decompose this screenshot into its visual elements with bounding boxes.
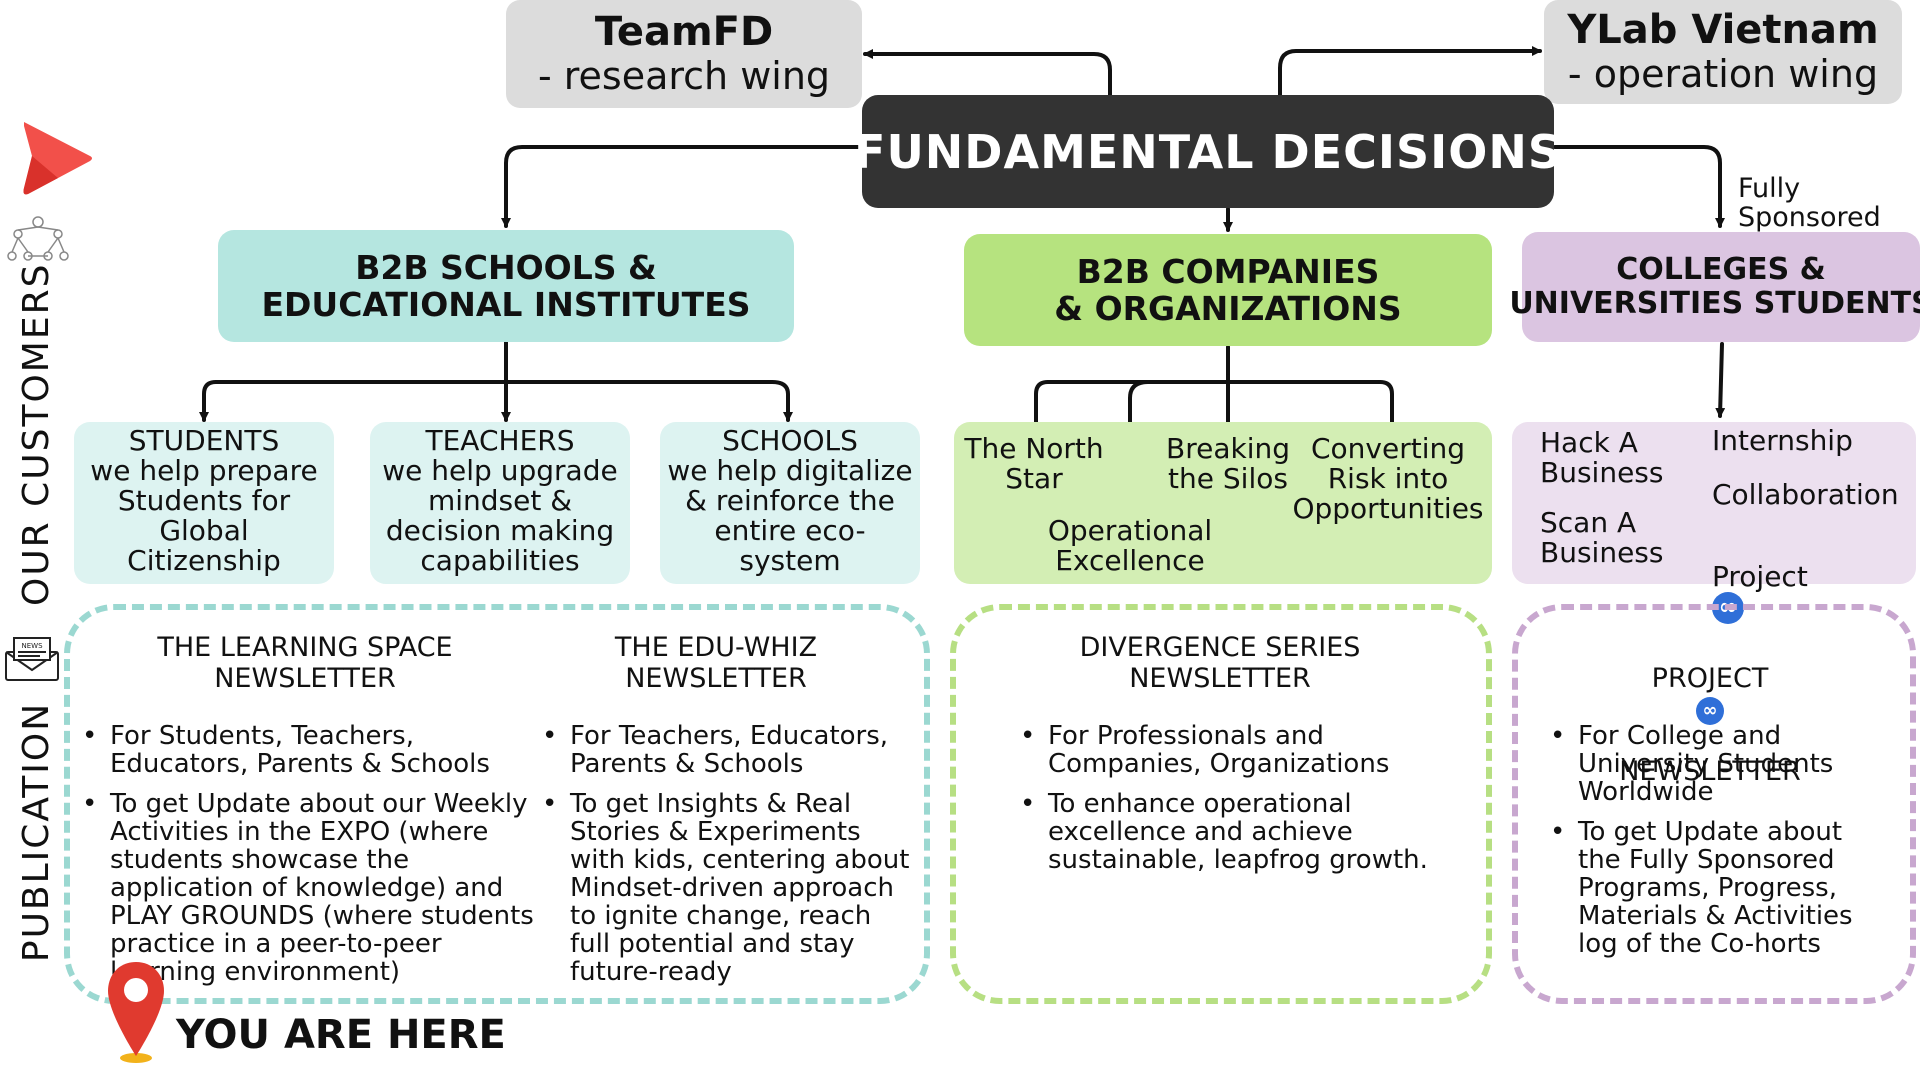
teachers-item: TEACHERS we help upgrade mindset & decis… [382, 424, 618, 577]
fully-sponsored-note: Fully Sponsored [1738, 173, 1881, 233]
operation-wing-box: YLab Vietnam - operation wing [1544, 0, 1902, 104]
company-items-box [954, 422, 1492, 584]
students-item: STUDENTS we help prepare Students for Gl… [90, 424, 318, 577]
people-network-icon [4, 212, 72, 268]
arrow-core-to-schools [501, 145, 867, 228]
b2b-companies-line1: B2B COMPANIES [1076, 252, 1380, 291]
converting-risk-item: Converting Risk into Opportunities [1292, 432, 1484, 525]
research-wing-name: TeamFD [594, 9, 774, 55]
arrow-colleges-to-items [1715, 342, 1726, 418]
b2b-companies-line2: & ORGANIZATIONS [1054, 289, 1402, 328]
companies-publications-box [950, 604, 1492, 1004]
b2b-schools-line1: B2B SCHOOLS & [355, 248, 657, 287]
project-newsletter-title-line1: PROJECT [1651, 663, 1769, 694]
fundamental-decisions-label: FUNDAMENTAL DECISIONS [854, 124, 1562, 179]
colleges-students-line2: UNIVERSITIES STUDENTS [1509, 286, 1920, 321]
learning-space-bullet: To get Update about our Weekly Activitie… [82, 790, 550, 986]
colleges-students-box: COLLEGES & UNIVERSITIES STUDENTS [1509, 232, 1920, 342]
arrow-core-to-operation-wing [1278, 46, 1542, 97]
divergence-newsletter-title: DIVERGENCE SERIES NEWSLETTER [1079, 632, 1361, 694]
svg-text:NEWS: NEWS [21, 642, 43, 650]
divergence-bullet: For Professionals and Companies, Organiz… [1020, 722, 1468, 778]
arrow-core-to-colleges [1553, 145, 1725, 228]
learning-space-newsletter-title: THE LEARNING SPACE NEWSLETTER [157, 632, 453, 694]
our-customers-label: OUR CUSTOMERS [16, 262, 57, 606]
hack-a-business-item: Hack A Business [1540, 426, 1664, 489]
edu-whiz-newsletter-bullets: For Teachers, Educators, Parents & Schoo… [542, 722, 926, 998]
newsletter-envelope-icon: NEWS [4, 636, 60, 682]
location-pin-icon [104, 960, 168, 1064]
teachers-box: TEACHERS we help upgrade mindset & decis… [370, 422, 630, 584]
b2b-schools-box: B2B SCHOOLS & EDUCATIONAL INSTITUTES [218, 230, 794, 342]
arrow-schools-to-items [214, 340, 774, 384]
operational-excellence-item: Operational Excellence [1047, 514, 1213, 577]
learning-space-bullet: For Students, Teachers, Educators, Paren… [82, 722, 550, 778]
students-box: STUDENTS we help prepare Students for Gl… [74, 422, 334, 584]
north-star-item: The North Star [964, 432, 1104, 495]
operation-wing-name: YLab Vietnam [1567, 7, 1879, 53]
learning-space-newsletter-bullets: For Students, Teachers, Educators, Paren… [82, 722, 550, 998]
edu-whiz-newsletter-title: THE EDU-WHIZ NEWSLETTER [614, 632, 818, 694]
project-bullet: For College and University Students Worl… [1550, 722, 1908, 806]
schools-box: SCHOOLS we help digitalize & reinforce t… [660, 422, 920, 584]
arrow-companies-to-items [1046, 345, 1382, 384]
internship-item: Internship [1712, 424, 1853, 457]
divergence-bullet: To enhance operational excellence and ac… [1020, 790, 1468, 874]
colleges-publications-box [1512, 604, 1916, 1004]
project-newsletter-bullets: For College and University Students Worl… [1550, 722, 1908, 970]
play-logo-icon [18, 118, 94, 196]
you-are-here-label: YOU ARE HERE [176, 1012, 506, 1058]
infinity-icon: ∞ [1696, 696, 1724, 725]
colleges-students-line1: COLLEGES & [1616, 252, 1826, 287]
divergence-newsletter-bullets: For Professionals and Companies, Organiz… [1020, 722, 1468, 886]
b2b-companies-box: B2B COMPANIES & ORGANIZATIONS [964, 234, 1492, 346]
project-item-label: Project [1712, 560, 1808, 593]
scan-a-business-item: Scan A Business [1540, 506, 1664, 569]
schools-item: SCHOOLS we help digitalize & reinforce t… [667, 424, 913, 577]
research-wing-subtitle: - research wing [537, 54, 831, 98]
edu-whiz-bullet: For Teachers, Educators, Parents & Schoo… [542, 722, 926, 778]
arrow-core-to-research-wing [863, 49, 1112, 97]
edu-whiz-bullet: To get Insights & Real Stories & Experim… [542, 790, 926, 986]
college-items-box [1512, 422, 1916, 584]
operation-wing-subtitle: - operation wing [1567, 52, 1879, 96]
b2b-schools-line2: EDUCATIONAL INSTITUTES [261, 285, 751, 324]
schools-publications-box [64, 604, 930, 1004]
project-bullet: To get Update about the Fully Sponsored … [1550, 818, 1908, 958]
research-wing-box: TeamFD - research wing [506, 0, 862, 108]
collaboration-item: Collaboration [1712, 478, 1899, 511]
fundamental-decisions-box: FUNDAMENTAL DECISIONS [854, 95, 1561, 208]
breaking-silos-item: Breaking the Silos [1165, 432, 1290, 495]
publication-label: PUBLICATION [16, 701, 57, 963]
